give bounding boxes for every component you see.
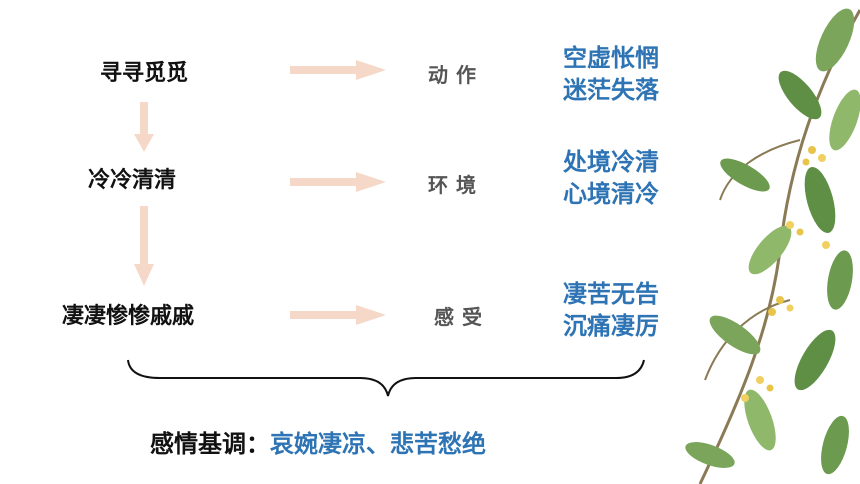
arrow-row-1 <box>290 60 386 80</box>
summary-label: 感情基调： <box>150 430 270 458</box>
emotion-row-3: 凄苦无告 沉痛凄厉 <box>563 278 659 342</box>
category-row-2: 环境 <box>428 173 484 197</box>
emotion-row-3-line-2: 沉痛凄厉 <box>563 312 659 340</box>
emotion-row-1-line-2: 迷茫失落 <box>563 76 659 104</box>
emotion-row-1-line-1: 空虚怅惘 <box>563 44 659 72</box>
category-row-1: 动作 <box>428 63 484 87</box>
emotion-row-2: 处境冷清 心境清冷 <box>563 146 659 210</box>
arrow-down-2 <box>134 206 154 286</box>
category-row-3: 感受 <box>434 305 490 329</box>
emotion-row-2-line-2: 心境清冷 <box>563 180 659 208</box>
emotional-tone-summary: 感情基调：哀婉凄凉、悲苦愁绝 <box>150 432 486 456</box>
summary-value: 哀婉凄凉、悲苦愁绝 <box>270 430 486 458</box>
emotion-row-1: 空虚怅惘 迷茫失落 <box>563 42 659 106</box>
osmanthus-branch-decoration <box>685 8 860 484</box>
arrow-row-3 <box>290 305 386 325</box>
emotion-row-2-line-1: 处境冷清 <box>563 148 659 176</box>
term-row-2: 冷冷清清 <box>88 168 177 193</box>
arrow-row-2 <box>290 172 386 192</box>
emotion-row-3-line-1: 凄苦无告 <box>563 280 659 308</box>
arrow-down-1 <box>134 102 154 152</box>
curly-brace <box>127 359 645 397</box>
term-row-3: 凄凄惨惨戚戚 <box>62 304 195 329</box>
term-row-1: 寻寻觅觅 <box>100 61 189 86</box>
